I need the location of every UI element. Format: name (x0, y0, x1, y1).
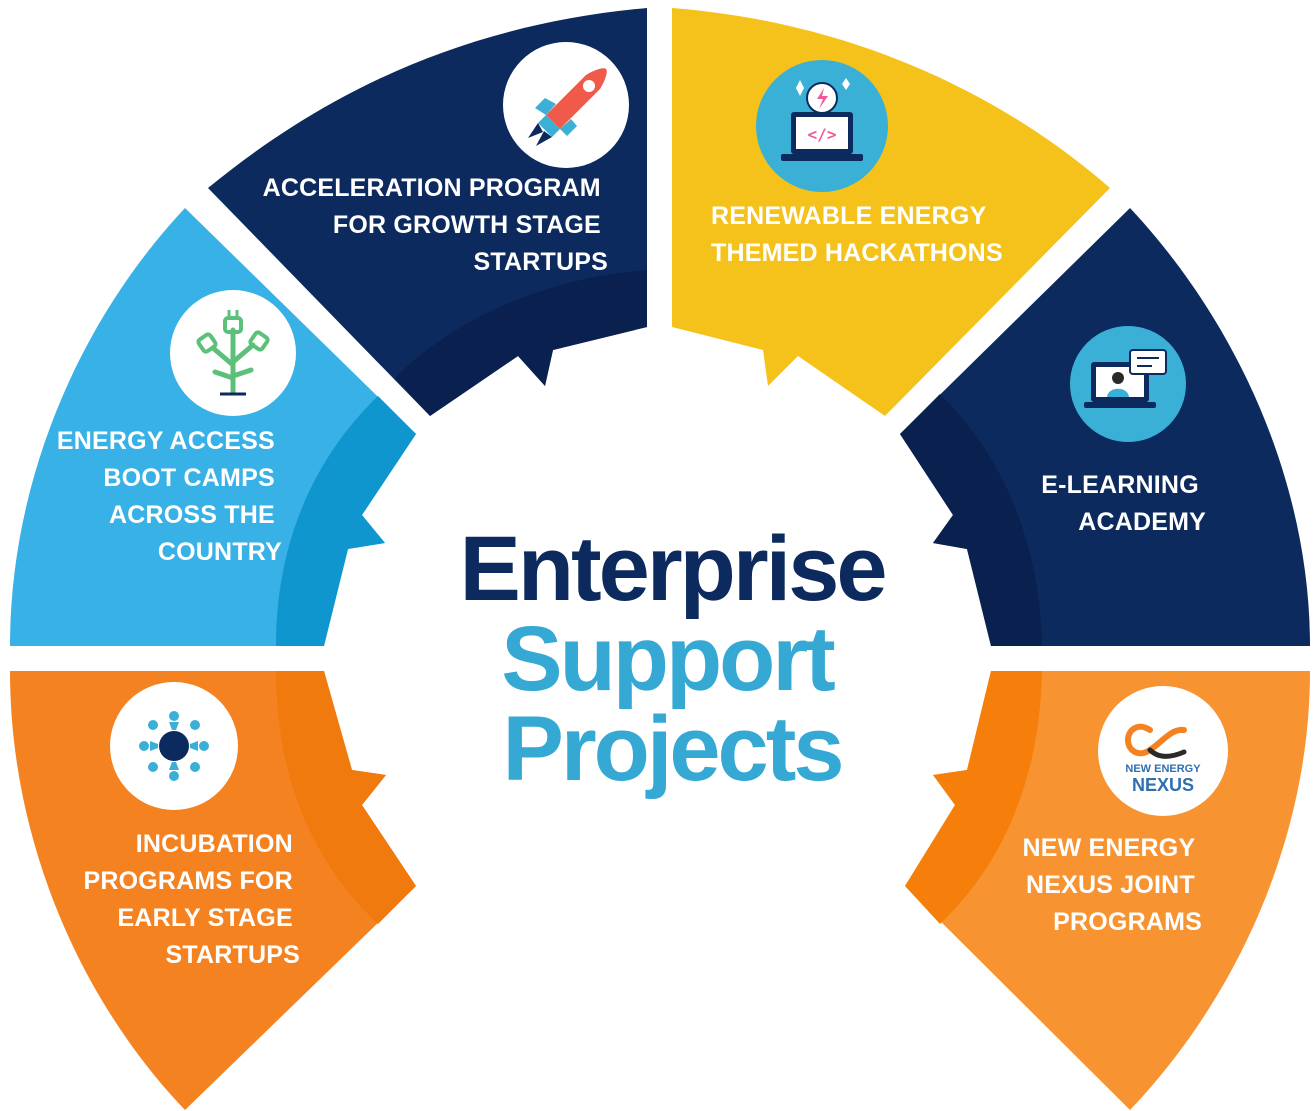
acceleration-label-line: ACCELERATION PROGRAM (263, 174, 601, 202)
video-call-laptop-icon (1070, 326, 1186, 442)
laptop-code-bulb-icon: </> (756, 60, 888, 192)
rocket-icon (503, 42, 629, 168)
acceleration-label-line: STARTUPS (474, 248, 608, 276)
incubation-label-line: PROGRAMS FOR (83, 867, 292, 895)
bootcamps-label-line: ENERGY ACCESS (57, 427, 275, 455)
acceleration-label-line: FOR GROWTH STAGE (333, 211, 601, 239)
incubation-label-line: STARTUPS (166, 941, 300, 969)
hackathons-label: RENEWABLE ENERGY THEMED HACKATHONS (711, 202, 1003, 267)
bootcamps-label: ENERGY ACCESS BOOT CAMPS ACROSS THE COUN… (57, 427, 282, 566)
plug-tree-icon (170, 290, 296, 416)
elearning-label-line: ACADEMY (1078, 508, 1206, 536)
incubation-label-line: EARLY STAGE (117, 904, 292, 932)
segment-incubation[interactable]: INCUBATION PROGRAMS FOR EARLY STAGE STAR… (10, 671, 416, 1110)
segment-acceleration[interactable]: ACCELERATION PROGRAM FOR GROWTH STAGE ST… (208, 8, 647, 416)
segment-nexus[interactable]: NEW ENERGY NEXUS NEW ENERGY NEXUS JOINT … (905, 671, 1310, 1110)
nexus-label-line: NEW ENERGY (1022, 834, 1195, 862)
hackathons-label-line: THEMED HACKATHONS (711, 239, 1003, 267)
segment-elearning[interactable]: E-LEARNING ACADEMY (900, 208, 1310, 646)
new-energy-nexus-logo-icon: NEW ENERGY NEXUS (1098, 686, 1228, 816)
incubation-label: INCUBATION PROGRAMS FOR EARLY STAGE STAR… (83, 830, 300, 969)
bootcamps-label-line: COUNTRY (158, 538, 282, 566)
nexus-label: NEW ENERGY NEXUS JOINT PROGRAMS (1022, 834, 1202, 936)
acceleration-label: ACCELERATION PROGRAM FOR GROWTH STAGE ST… (263, 174, 608, 276)
nexus-label-line: NEXUS JOINT (1026, 871, 1195, 899)
title-line-support: Support (501, 608, 835, 710)
segment-hackathons[interactable]: </> RENEWABLE ENERGY THEMED HACKATHONS (672, 8, 1110, 416)
elearning-label: E-LEARNING ACADEMY (1041, 471, 1206, 536)
network-people-icon (110, 682, 238, 810)
center-title: Enterprise Support Projects (459, 518, 888, 800)
title-line-enterprise: Enterprise (459, 518, 885, 620)
bootcamps-label-line: BOOT CAMPS (103, 464, 274, 492)
incubation-label-line: INCUBATION (136, 830, 293, 858)
nexus-label-line: PROGRAMS (1053, 908, 1202, 936)
elearning-label-line: E-LEARNING (1041, 471, 1199, 499)
nexus-logo-line1: NEW ENERGY (1125, 763, 1201, 775)
nexus-logo-line2: NEXUS (1132, 775, 1194, 795)
segment-bootcamps[interactable]: ENERGY ACCESS BOOT CAMPS ACROSS THE COUN… (10, 208, 416, 646)
svg-text:</>: </> (808, 125, 837, 144)
bootcamps-label-line: ACROSS THE (109, 501, 275, 529)
hackathons-label-line: RENEWABLE ENERGY (711, 202, 987, 230)
title-line-projects: Projects (502, 698, 841, 800)
